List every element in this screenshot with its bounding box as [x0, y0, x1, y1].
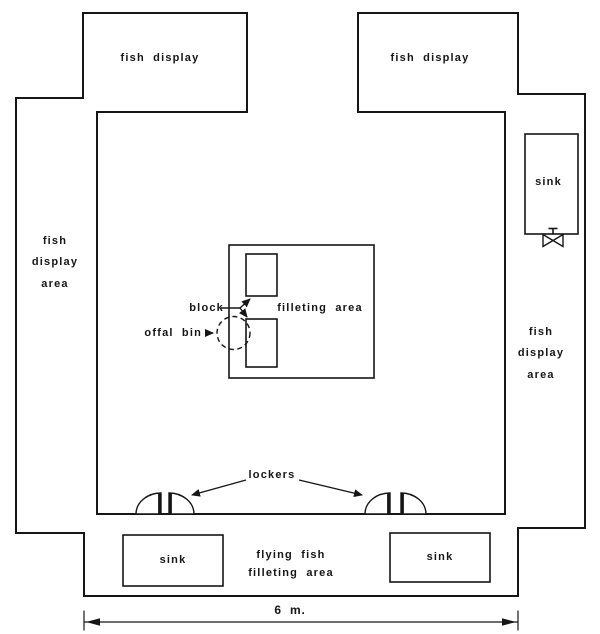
- sink-right-outline: [524, 133, 579, 235]
- locker-right: [364, 492, 427, 515]
- dimension-line: [83, 610, 519, 631]
- label-fish-display-top-right: fish display: [390, 52, 470, 64]
- block-upper: [245, 253, 278, 297]
- label-right-area-fish: fish: [528, 326, 554, 338]
- label-fish-display-top-left: fish display: [120, 52, 200, 64]
- filleting-area-outline: [228, 244, 375, 379]
- label-bottom-area-line2: filleting area: [248, 567, 334, 579]
- label-lockers: lockers: [248, 469, 296, 481]
- label-left-area-display: display: [31, 256, 79, 268]
- label-sink-right: sink: [535, 176, 562, 188]
- lockers-arrow-right: [298, 479, 363, 498]
- dimension-arrow-right: [502, 618, 516, 626]
- label-bottom-area-line1: flying fish: [256, 549, 326, 561]
- sink-bottom-left-outline: [122, 534, 224, 587]
- label-left-area-fish: fish: [42, 235, 68, 247]
- label-sink-bottom-right: sink: [426, 551, 454, 563]
- label-sink-bottom-left: sink: [159, 554, 187, 566]
- dimension-arrow-left: [86, 618, 100, 626]
- label-dimension: 6 m.: [274, 603, 306, 617]
- label-filleting-area: filleting area: [277, 302, 363, 314]
- label-bottom-area: flying fish filleting area: [229, 546, 353, 582]
- lockers-arrow-left: [191, 479, 247, 497]
- label-right-area-area: area: [527, 369, 555, 381]
- block-pointer: [221, 298, 251, 318]
- block-lower: [245, 318, 278, 368]
- offal-bin-circle: [216, 315, 251, 351]
- label-block: block: [189, 302, 224, 314]
- label-offal-bin: offal bin: [144, 327, 202, 339]
- label-left-area-area: area: [41, 278, 69, 290]
- label-right-area-display: display: [517, 347, 565, 359]
- sink-bottom-right-outline: [389, 532, 491, 583]
- locker-left: [135, 492, 195, 515]
- tap-valve-icon: [542, 227, 564, 248]
- building-outline: [15, 12, 586, 597]
